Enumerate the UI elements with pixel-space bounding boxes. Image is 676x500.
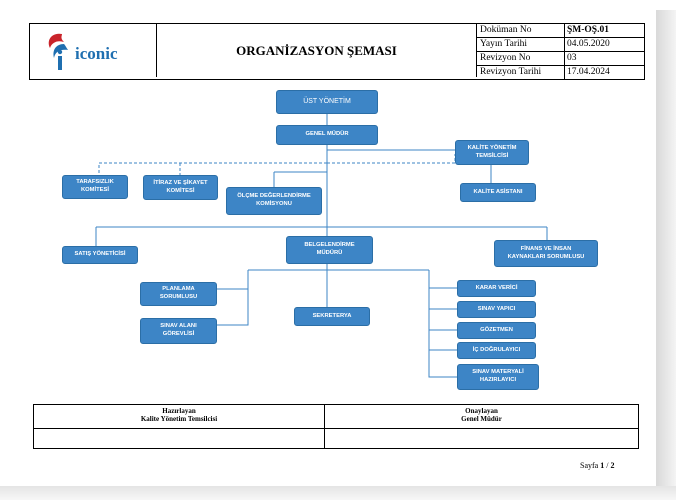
org-box-genel-mudur: GENEL MÜDÜR xyxy=(276,125,378,145)
page-total: 2 xyxy=(610,461,615,470)
org-box-kalite-asistani: KALİTE ASİSTANI xyxy=(460,183,536,202)
meta-value: 04.05.2020 xyxy=(564,38,645,51)
org-box-kalite-yonetim-temsilcisi: KALİTE YÖNETİM TEMSİLCİSİ xyxy=(455,140,529,165)
page-separator: / xyxy=(606,461,609,470)
document-header: iconic ORGANİZASYON ŞEMASI Doküman No ŞM… xyxy=(29,23,645,80)
org-box-satis-yoneticisi: SATIŞ YÖNETİCİSİ xyxy=(62,246,138,264)
meta-value: 03 xyxy=(564,52,645,65)
org-box-karar-verici: KARAR VERİCİ xyxy=(457,280,536,297)
org-box-sinav-alani-gorevlisi: SINAV ALANI GÖREVLİSİ xyxy=(140,318,217,344)
page-label: Sayfa xyxy=(580,461,599,470)
meta-row-doc-no: Doküman No ŞM-OŞ.01 xyxy=(477,24,644,38)
page-current: 1 xyxy=(600,461,605,470)
page-shadow-right xyxy=(656,10,676,500)
org-box-belgelendirme-muduru: BELGELENDİRME MÜDÜRÜ xyxy=(286,236,373,264)
org-box-itiraz-komitesi: İTİRAZ VE ŞİKAYET KOMİTESİ xyxy=(143,175,218,200)
prepared-label: Hazırlayan xyxy=(162,407,196,415)
org-box-planlama-sorumlusu: PLANLAMA SORUMLUSU xyxy=(140,282,217,306)
prepared-cell: Hazırlayan Kalite Yönetim Temsilcisi xyxy=(34,405,325,448)
approved-label: Onaylayan xyxy=(465,407,498,415)
meta-value: 17.04.2024 xyxy=(564,66,645,79)
page-shadow-bottom xyxy=(0,486,676,500)
document-meta-table: Doküman No ŞM-OŞ.01 Yayın Tarihi 04.05.2… xyxy=(477,24,645,79)
org-box-finans-ik: FİNANS VE İNSAN KAYNAKLARI SORUMLUSU xyxy=(494,240,598,267)
org-box-olcme-degerlendirme: ÖLÇME DEĞERLENDİRME KOMİSYONU xyxy=(226,187,322,215)
document-title: ORGANİZASYON ŞEMASI xyxy=(157,24,477,77)
org-box-tarafsizlik-komitesi: TARAFSIZLIK KOMİTESİ xyxy=(62,175,128,199)
meta-value: ŞM-OŞ.01 xyxy=(564,24,645,37)
org-box-gozetmen: GÖZETMEN xyxy=(457,322,536,339)
logo-text: iconic xyxy=(75,44,118,63)
table-divider xyxy=(34,428,638,429)
meta-key: Yayın Tarihi xyxy=(480,39,528,49)
meta-key: Doküman No xyxy=(480,25,532,35)
meta-key: Revizyon Tarihi xyxy=(480,67,542,77)
approval-table: Hazırlayan Kalite Yönetim Temsilcisi Ona… xyxy=(33,404,639,449)
page-number: Sayfa 1 / 2 xyxy=(580,461,614,470)
org-box-sinav-materyali: SINAV MATERYALİ HAZIRLAYICI xyxy=(457,364,539,390)
org-box-ust-yonetim: ÜST YÖNETİM xyxy=(276,90,378,114)
org-box-sekreterya: SEKRETERYA xyxy=(294,307,370,326)
logo-cell: iconic xyxy=(30,24,157,77)
prepared-by: Kalite Yönetim Temsilcisi xyxy=(140,415,218,423)
approved-by: Genel Müdür xyxy=(461,415,502,423)
meta-row-publish-date: Yayın Tarihi 04.05.2020 xyxy=(477,38,644,52)
meta-row-revision-date: Revizyon Tarihi 17.04.2024 xyxy=(477,66,645,79)
iconic-logo-icon xyxy=(48,33,68,70)
meta-row-revision-no: Revizyon No 03 xyxy=(477,52,644,66)
org-box-ic-dogrulayici: İÇ DOĞRULAYICI xyxy=(457,342,536,359)
approved-cell: Onaylayan Genel Müdür xyxy=(325,405,638,448)
meta-key: Revizyon No xyxy=(480,53,531,63)
org-box-sinav-yapici: SINAV YAPICI xyxy=(457,301,536,318)
